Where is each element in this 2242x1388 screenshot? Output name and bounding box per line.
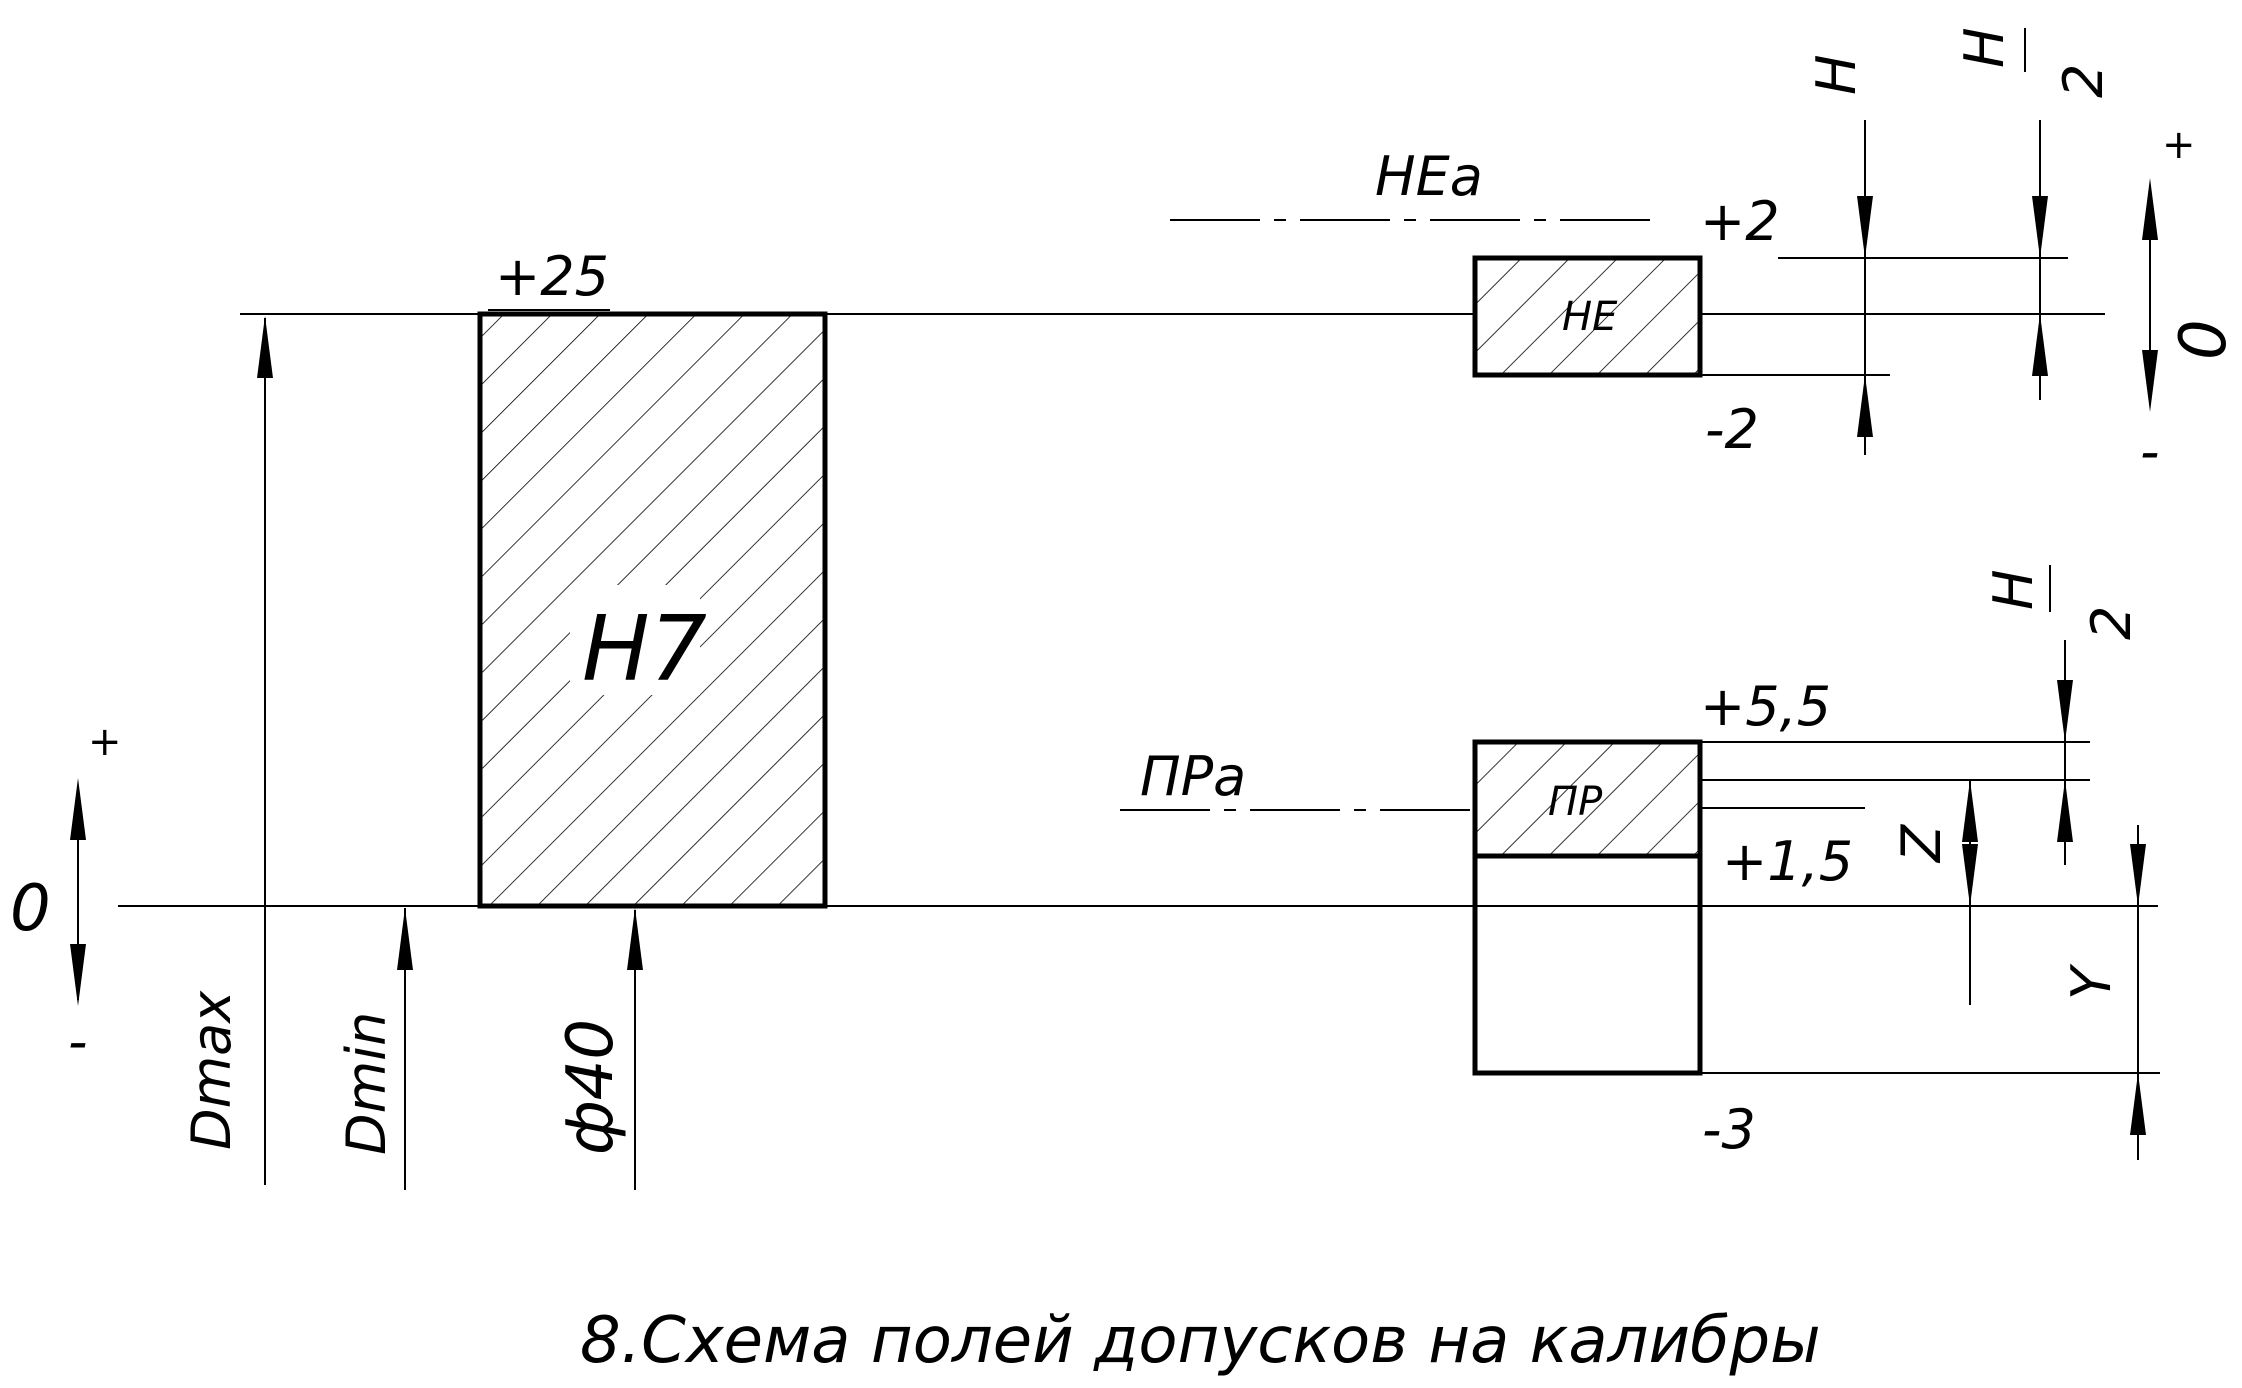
go-h2-den: 2	[2080, 606, 2143, 640]
left-axis-minus: -	[68, 1010, 88, 1073]
z-label: Z	[1890, 824, 1953, 864]
nogo-lower-deviation: -2	[1705, 398, 1759, 461]
go-wear-zone	[1472, 853, 1703, 1076]
left-axis-zero: 0	[10, 872, 51, 946]
dmax-label: Dmax	[180, 990, 243, 1150]
nogo-field	[1472, 255, 1703, 378]
go-label: ПР	[1548, 779, 1603, 825]
y-label: Y	[2060, 963, 2123, 1000]
nogo-h-arrow-bot	[1857, 375, 1873, 437]
z-arrow-top	[1962, 780, 1978, 842]
go-h2-num: H	[1982, 569, 2045, 610]
go-wear-deviation: -3	[1702, 1098, 1756, 1161]
nogo-label: НЕ	[1562, 294, 1618, 340]
y-arrow-top	[2130, 844, 2146, 906]
right-axis-zero: 0	[2167, 319, 2241, 360]
nogo-h2-arrow-top	[2032, 196, 2048, 258]
go-upper-deviation: +5,5	[1700, 675, 1831, 738]
left-axis-down-arrow	[70, 944, 86, 1006]
right-axis-plus: +	[2162, 122, 2196, 168]
h7-upper-deviation: +25	[495, 245, 609, 308]
nogo-h2-arrow-bot	[2032, 314, 2048, 376]
dmin-arrow	[397, 908, 413, 970]
nogo-wear-label: НЕа	[1375, 145, 1483, 208]
nominal-arrow	[627, 908, 643, 970]
nogo-h2-num: H	[1953, 27, 2016, 68]
nogo-h-arrow-top	[1857, 196, 1873, 258]
go-field-hatch	[1475, 742, 1700, 856]
figure-caption: 8.Схема полей допусков на калибры	[580, 1304, 1821, 1378]
go-lower-deviation: +1,5	[1722, 830, 1853, 893]
go-h2-arrow-top	[2057, 680, 2073, 742]
left-axis-up-arrow	[70, 778, 86, 840]
z-arrow-bot	[1962, 844, 1978, 906]
go-h2-arrow-bot	[2057, 780, 2073, 842]
h7-field	[477, 311, 828, 909]
nogo-upper-deviation: +2	[1700, 190, 1780, 253]
right-axis-minus: -	[2140, 420, 2160, 483]
left-axis-plus: +	[88, 719, 122, 765]
nogo-h2-den: 2	[2052, 64, 2115, 98]
dmax-arrow	[257, 316, 273, 378]
h7-label-bg	[570, 585, 700, 695]
nogo-field-hatch	[1475, 258, 1700, 375]
dmin-label: Dmin	[335, 1012, 398, 1155]
go-wear-label: ПРа	[1140, 745, 1246, 808]
right-axis-down-arrow	[2142, 350, 2158, 412]
nogo-h-label: H	[1805, 54, 1868, 95]
y-arrow-bot	[2130, 1073, 2146, 1135]
nominal-label: ф40	[554, 1019, 628, 1155]
h7-label: H7	[582, 597, 707, 702]
right-axis-up-arrow	[2142, 178, 2158, 240]
